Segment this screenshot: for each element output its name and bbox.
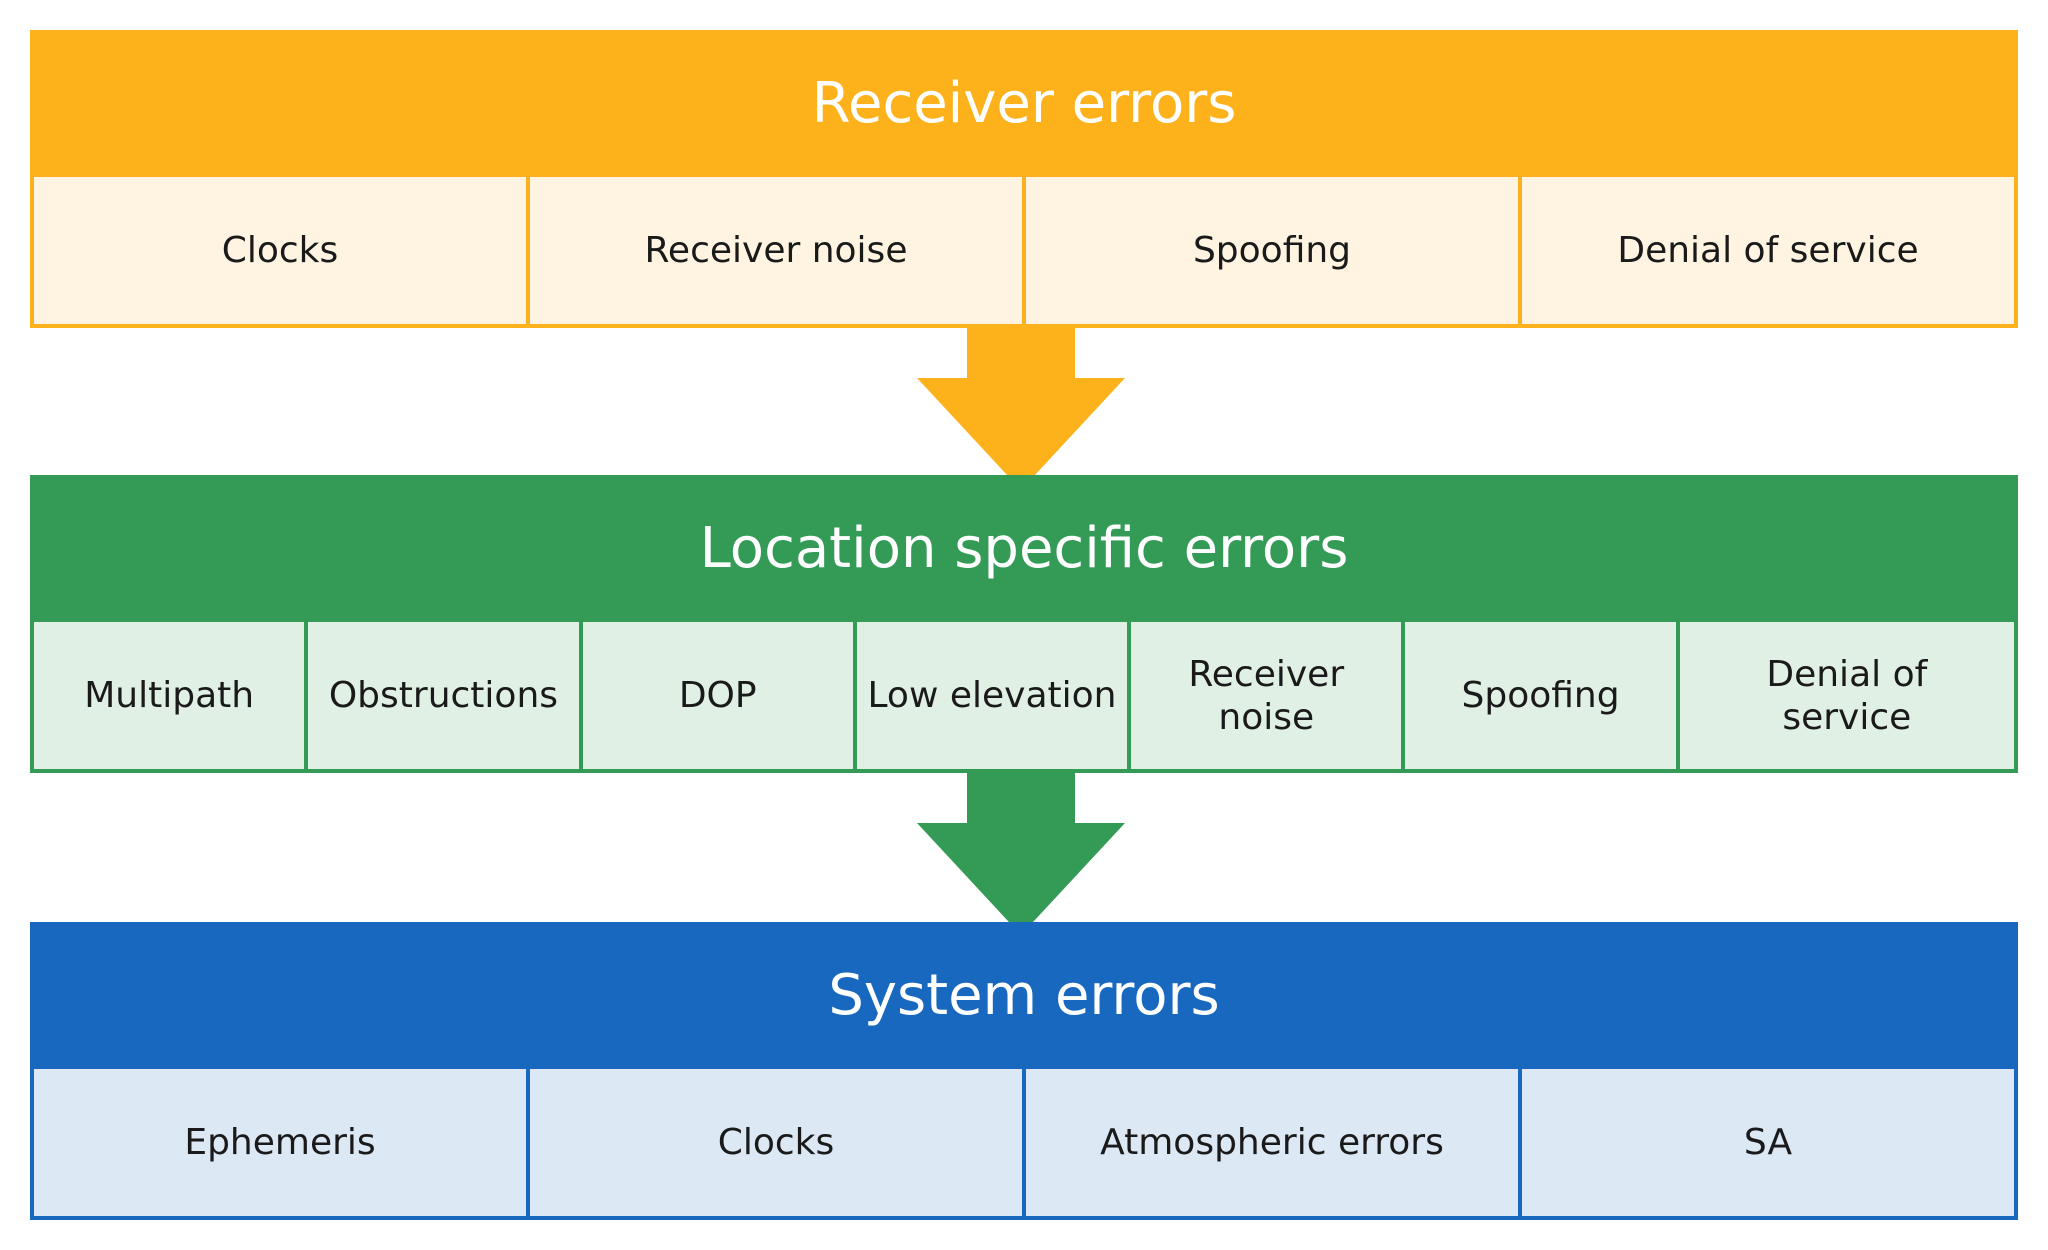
error-item: Receiver noise	[1131, 622, 1402, 769]
down-arrow-icon	[917, 328, 1125, 490]
error-item: DOP	[582, 622, 853, 769]
error-item: SA	[1522, 1069, 2014, 1216]
tier-receiver-errors: Receiver errors Clocks Receiver noise Sp…	[30, 30, 2018, 328]
arrow-shape	[917, 773, 1125, 935]
error-item: Low elevation	[856, 622, 1128, 769]
tier-title: Receiver errors	[811, 71, 1237, 136]
tier-cells: Clocks Receiver noise Spoofing Denial of…	[30, 177, 2018, 328]
error-item: Receiver noise	[530, 177, 1022, 324]
tier-header: System errors	[30, 922, 2018, 1069]
error-item: Atmospheric errors	[1026, 1069, 1518, 1216]
error-item: Denial of service	[1679, 622, 2014, 769]
arrow-shape	[917, 328, 1125, 490]
tier-header: Receiver errors	[30, 30, 2018, 177]
tier-location-specific-errors: Location specific errors Multipath Obstr…	[30, 475, 2018, 773]
tier-title: Location specific errors	[699, 516, 1349, 581]
tier-cells: Multipath Obstructions DOP Low elevation…	[30, 622, 2018, 773]
tier-header: Location specific errors	[30, 475, 2018, 622]
tier-title: System errors	[828, 963, 1220, 1028]
error-item: Ephemeris	[34, 1069, 526, 1216]
error-item: Clocks	[530, 1069, 1022, 1216]
tier-cells: Ephemeris Clocks Atmospheric errors SA	[30, 1069, 2018, 1220]
error-item: Denial of service	[1522, 177, 2014, 324]
error-item: Obstructions	[308, 622, 579, 769]
tier-system-errors: System errors Ephemeris Clocks Atmospher…	[30, 922, 2018, 1220]
error-item: Spoofing	[1405, 622, 1676, 769]
error-item: Clocks	[34, 177, 526, 324]
error-item: Spoofing	[1026, 177, 1518, 324]
error-item: Multipath	[34, 622, 305, 769]
down-arrow-icon	[917, 773, 1125, 935]
